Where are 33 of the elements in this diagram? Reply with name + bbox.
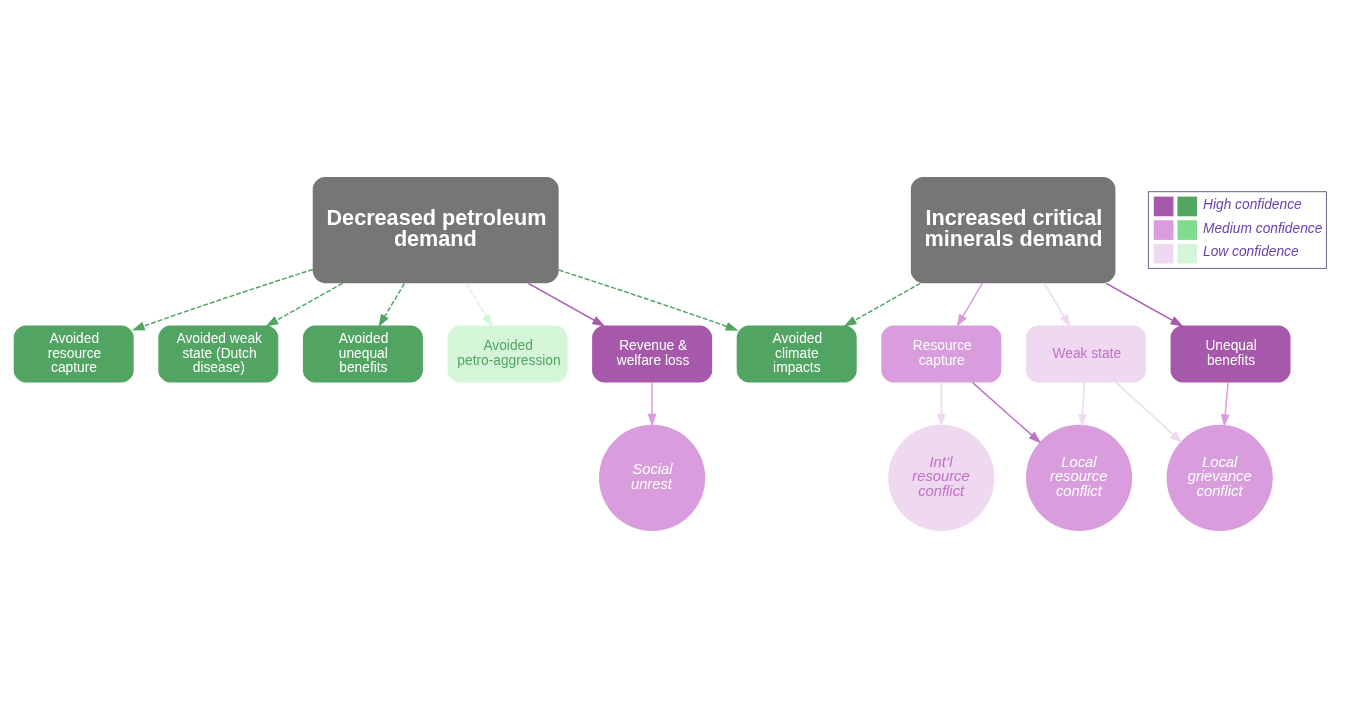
node-box: Resource capture xyxy=(881,325,1002,383)
arrow xyxy=(131,268,314,331)
arrow xyxy=(936,381,946,427)
arrow xyxy=(647,381,657,427)
legend-label: Medium confidence xyxy=(1202,220,1323,236)
arrow xyxy=(971,381,1042,444)
arrow xyxy=(465,282,493,328)
arrow xyxy=(1043,282,1071,328)
node-box: Decreased petroleum demand xyxy=(312,176,559,284)
node-box: Unequal benefits xyxy=(1170,325,1291,383)
node-box: Avoided unequal benefits xyxy=(302,325,423,383)
node-box: Avoided climate impacts xyxy=(736,325,857,383)
arrow xyxy=(1115,381,1183,443)
node-circle: Int’l resource conflict xyxy=(888,424,995,532)
node-box: Avoided weak state (Dutch disease) xyxy=(158,325,279,383)
node-box: Avoided resource capture xyxy=(13,325,134,383)
legend-label: High confidence xyxy=(1202,197,1302,213)
node-box: Increased critical minerals demand xyxy=(910,176,1116,284)
node-box: Weak state xyxy=(1025,325,1146,383)
arrow xyxy=(527,282,606,327)
arrow xyxy=(558,269,739,331)
arrow xyxy=(265,282,344,327)
node-circle: Local grievance conflict xyxy=(1166,424,1273,532)
arrow xyxy=(1220,381,1230,428)
arrow xyxy=(843,282,922,327)
node-box: Avoided petro-aggression xyxy=(447,325,568,383)
arrow xyxy=(956,282,983,328)
node-circle: Social unrest xyxy=(599,424,706,532)
legend-label: Low confidence xyxy=(1202,244,1299,260)
node-box: Revenue & welfare loss xyxy=(592,325,713,383)
arrow xyxy=(1078,381,1088,428)
arrow xyxy=(378,282,406,328)
arrow xyxy=(1105,282,1184,327)
